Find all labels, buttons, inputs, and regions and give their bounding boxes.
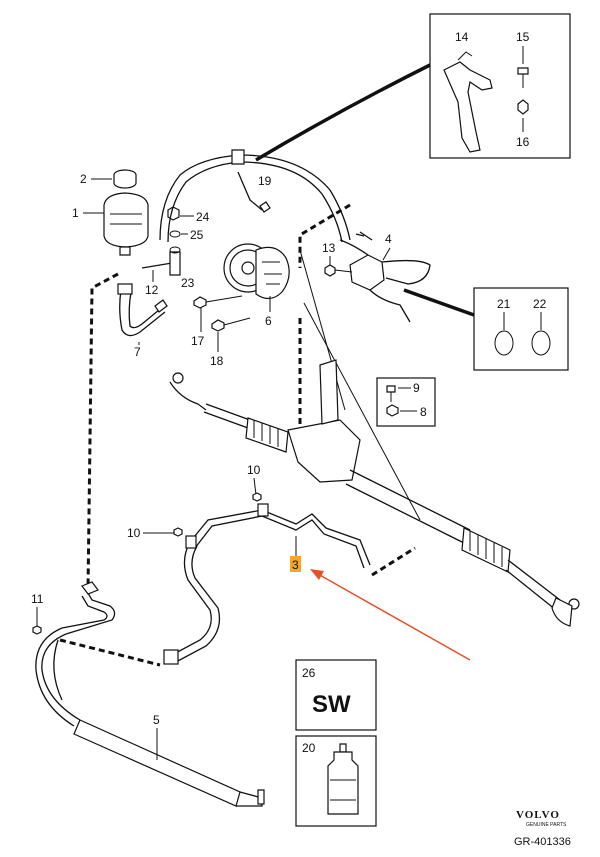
callout-10-lower: 10 (127, 526, 141, 540)
pipe-union: 4 13 (322, 231, 431, 323)
callout-6: 6 (265, 314, 272, 328)
callout-4: 4 (385, 232, 392, 246)
guide-line-2 (299, 249, 346, 411)
callout-10-upper: 10 (247, 463, 261, 477)
callout-5: 5 (153, 713, 160, 727)
callout-3: 3 (292, 558, 299, 572)
callout-21: 21 (497, 297, 511, 311)
dashed-link-return (371, 546, 416, 577)
callout-7: 7 (134, 345, 141, 359)
steering-pump: 6 (223, 243, 290, 328)
inset-box-orings: 21 22 (473, 287, 569, 371)
callout-14: 14 (455, 30, 469, 44)
callout-15: 15 (516, 30, 530, 44)
callout-23: 23 (181, 276, 195, 290)
callout-17: 17 (191, 334, 205, 348)
callout-19: 19 (258, 174, 272, 188)
brand-subtitle: GENUINE PARTS (526, 822, 567, 828)
callout-22: 22 (533, 297, 547, 311)
red-pointer-arrow (310, 569, 471, 661)
callout-12: 12 (145, 283, 159, 297)
inset-box-sw: 26 SW (295, 659, 377, 731)
callout-16: 16 (516, 135, 530, 149)
oring-leader-line (403, 288, 475, 317)
inset-box-bracket: 14 15 16 (429, 13, 571, 159)
callout-8: 8 (420, 405, 427, 419)
steering-rack (169, 359, 580, 627)
oil-cooler: 5 (35, 581, 265, 807)
callout-25: 25 (190, 228, 204, 242)
dashed-link-cooler (59, 638, 161, 667)
dashed-link-pump (298, 203, 351, 268)
callout-11: 11 (31, 592, 44, 606)
highlight-callout-3: 3 (290, 536, 301, 572)
callout-18: 18 (210, 354, 224, 368)
drawing-reference: GR-401336 (514, 836, 571, 848)
inset-box-bolt-nut: 9 8 (376, 377, 436, 427)
guide-line (303, 302, 421, 521)
banjo-fittings: 24 25 23 (167, 206, 210, 290)
fluid-reservoir: 2 1 (72, 169, 149, 256)
pressure-hose-upper: 19 (159, 149, 351, 243)
callout-2: 2 (80, 172, 87, 186)
callout-26: 26 (302, 666, 316, 680)
suction-hose: 7 (117, 283, 168, 359)
pump-bolts: 17 18 (191, 295, 251, 368)
dashed-link-reservoir (86, 272, 119, 591)
callout-9: 9 (413, 381, 420, 395)
brand-name: VOLVO (516, 809, 560, 821)
callout-20: 20 (302, 741, 316, 755)
inset-box-fluid-bottle: 20 (295, 735, 377, 827)
brand-logo: VOLVO GENUINE PARTS (516, 809, 567, 828)
callout-1: 1 (72, 206, 79, 220)
return-line (163, 503, 371, 665)
inset-leader-line (255, 63, 431, 162)
callout-13: 13 (322, 241, 336, 255)
callout-24: 24 (196, 210, 210, 224)
reservoir-bracket: 12 (141, 251, 181, 297)
sw-label: SW (312, 691, 351, 718)
